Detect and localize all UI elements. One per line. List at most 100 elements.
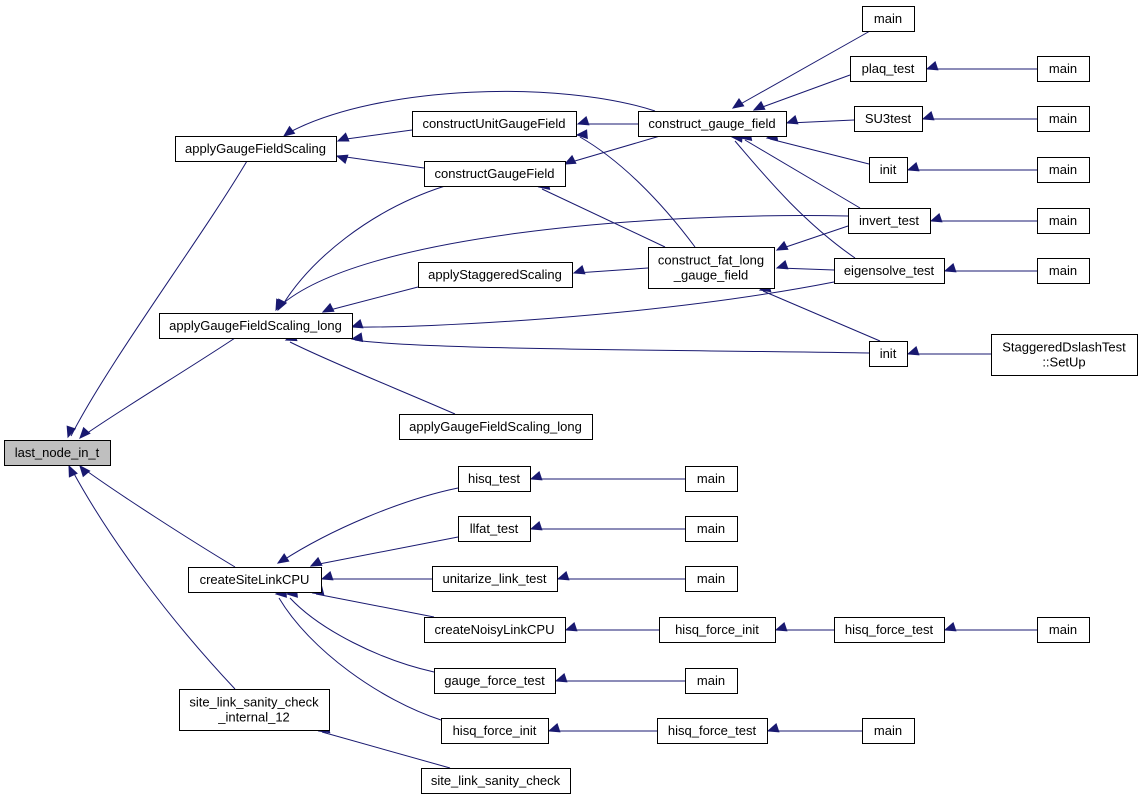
node-cnlc[interactable]: createNoisyLinkCPU [424, 617, 566, 643]
edge-arrowhead [529, 470, 543, 481]
node-label: init [880, 162, 897, 177]
node-init1[interactable]: init [869, 157, 908, 183]
node-label: construct_gauge_field [648, 116, 775, 131]
node-ass[interactable]: applyStaggeredScaling [418, 262, 573, 288]
node-sds[interactable]: StaggeredDslashTest::SetUp [991, 334, 1138, 376]
node-box[interactable] [869, 341, 908, 367]
node-box[interactable] [188, 567, 322, 593]
node-box[interactable] [1037, 617, 1090, 643]
node-main2[interactable]: main [1037, 56, 1090, 82]
edge-line [354, 339, 870, 354]
node-init2[interactable]: init [869, 341, 908, 367]
node-label: _gauge_field [673, 268, 748, 283]
node-main10[interactable]: main [1037, 617, 1090, 643]
node-box[interactable] [1037, 157, 1090, 183]
node-hisq-test[interactable]: hisq_test [458, 466, 531, 492]
node-agfsl2[interactable]: applyGaugeFieldScaling_long [399, 414, 593, 440]
node-box[interactable] [991, 334, 1138, 376]
node-box[interactable] [159, 313, 353, 339]
node-box[interactable] [862, 6, 915, 32]
node-main1[interactable]: main [862, 6, 915, 32]
node-agfsl[interactable]: applyGaugeFieldScaling_long [159, 313, 353, 339]
node-gft[interactable]: gauge_force_test [434, 668, 556, 694]
node-box[interactable] [648, 247, 775, 289]
node-su3[interactable]: SU3test [854, 106, 923, 132]
edge-plaq-to-cgf2 [752, 74, 851, 111]
node-box[interactable] [1037, 208, 1090, 234]
node-cslc[interactable]: createSiteLinkCPU [188, 567, 322, 593]
edge-cgf2-to-cugf [576, 115, 638, 126]
edge-arrowhead [921, 110, 935, 121]
node-main12[interactable]: main [862, 718, 915, 744]
node-box[interactable] [638, 111, 787, 137]
node-box[interactable] [412, 111, 577, 137]
node-cgf[interactable]: constructGaugeField [424, 161, 566, 187]
node-hfi2[interactable]: hisq_force_init [441, 718, 549, 744]
node-label: ::SetUp [1042, 355, 1085, 370]
node-main9[interactable]: main [685, 566, 738, 592]
node-cugf[interactable]: constructUnitGaugeField [412, 111, 577, 137]
node-main7[interactable]: main [685, 466, 738, 492]
node-box[interactable] [657, 718, 768, 744]
node-plaq[interactable]: plaq_test [850, 56, 927, 82]
node-cgf2[interactable]: construct_gauge_field [638, 111, 787, 137]
node-main11[interactable]: main [685, 668, 738, 694]
node-invert[interactable]: invert_test [848, 208, 931, 234]
node-box[interactable] [179, 689, 330, 731]
node-llfat[interactable]: llfat_test [458, 516, 531, 542]
edge-line [313, 536, 459, 566]
node-hfi1[interactable]: hisq_force_init [659, 617, 776, 643]
node-box[interactable] [458, 516, 531, 542]
edge-arrowhead [276, 553, 290, 564]
node-box[interactable] [869, 157, 908, 183]
node-box[interactable] [1037, 258, 1090, 284]
edge-line [736, 30, 871, 107]
edge-slsc-to-slsci [317, 723, 451, 769]
node-box[interactable] [432, 566, 558, 592]
node-box[interactable] [421, 768, 571, 794]
node-box[interactable] [685, 668, 738, 694]
node-box[interactable] [659, 617, 776, 643]
edge-line [579, 136, 696, 248]
node-box[interactable] [685, 466, 738, 492]
node-slsci[interactable]: site_link_sanity_check_internal_12 [179, 689, 330, 731]
node-box[interactable] [685, 516, 738, 542]
node-main8[interactable]: main [685, 516, 738, 542]
node-last-node[interactable]: last_node_in_t [4, 440, 111, 466]
node-hft1[interactable]: hisq_force_test [834, 617, 945, 643]
edge-arrowhead [68, 464, 78, 478]
node-box[interactable] [458, 466, 531, 492]
node-box[interactable] [1037, 56, 1090, 82]
node-main6[interactable]: main [1037, 258, 1090, 284]
node-box[interactable] [175, 136, 337, 162]
node-box[interactable] [434, 668, 556, 694]
node-main5[interactable]: main [1037, 208, 1090, 234]
node-box[interactable] [424, 617, 566, 643]
edge-arrowhead [925, 60, 939, 71]
node-box[interactable] [834, 258, 945, 284]
node-box[interactable] [4, 440, 111, 466]
node-hft2[interactable]: hisq_force_test [657, 718, 768, 744]
node-box[interactable] [418, 262, 573, 288]
node-main4[interactable]: main [1037, 157, 1090, 183]
node-box[interactable] [424, 161, 566, 187]
node-unitarize[interactable]: unitarize_link_test [432, 566, 558, 592]
node-agfs[interactable]: applyGaugeFieldScaling [175, 136, 337, 162]
node-eig[interactable]: eigensolve_test [834, 258, 945, 284]
node-box[interactable] [1037, 106, 1090, 132]
edge-line [734, 140, 856, 259]
node-box[interactable] [834, 617, 945, 643]
node-box[interactable] [685, 566, 738, 592]
node-cflgf[interactable]: construct_fat_long_gauge_field [648, 247, 775, 289]
node-box[interactable] [862, 718, 915, 744]
edge-line [289, 597, 435, 673]
node-box[interactable] [441, 718, 549, 744]
node-slsc[interactable]: site_link_sanity_check [421, 768, 571, 794]
node-main3[interactable]: main [1037, 106, 1090, 132]
node-box[interactable] [848, 208, 931, 234]
node-box[interactable] [854, 106, 923, 132]
edge-line [83, 468, 236, 568]
node-label: main [1049, 263, 1077, 278]
node-box[interactable] [850, 56, 927, 82]
node-box[interactable] [399, 414, 593, 440]
